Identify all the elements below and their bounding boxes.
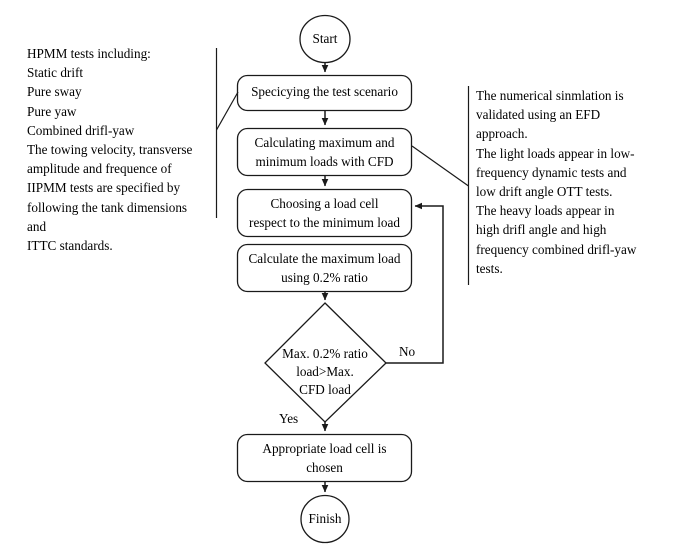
start-terminal-shape <box>299 14 351 64</box>
step2-box-shape <box>236 127 413 177</box>
right-note-leader-line <box>411 145 469 187</box>
edge-label-no: No <box>399 344 416 359</box>
step5-box-shape <box>236 433 413 483</box>
step3-box-shape <box>236 188 413 238</box>
finish-terminal-shape <box>300 494 350 544</box>
left-note-leader-line <box>215 91 239 131</box>
edge-label-yes: Yes <box>279 411 299 426</box>
step4-box-shape <box>236 243 413 293</box>
decision-diamond-shape <box>264 302 387 423</box>
left-annotation-note: HPMM tests including: Static drift Pure … <box>27 46 193 254</box>
edge-decision-no-feedback <box>386 202 444 364</box>
step1-box-shape <box>236 74 413 112</box>
right-annotation-note: The numerical sinmlation is validated us… <box>476 88 637 276</box>
